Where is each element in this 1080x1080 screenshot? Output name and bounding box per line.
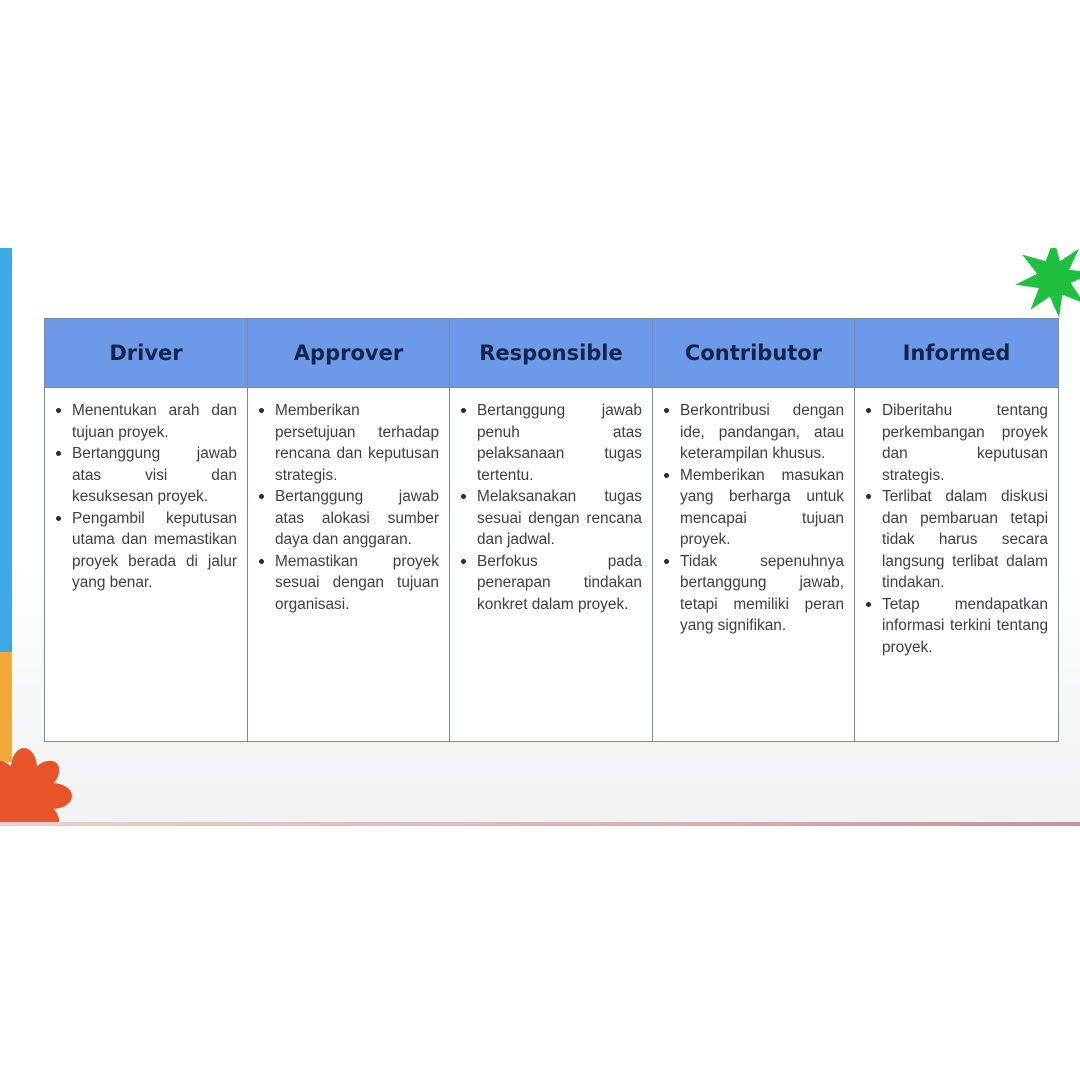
cell-contributor: Berkontribusi dengan ide, pandangan, ata… xyxy=(652,387,855,742)
column-header-informed: Informed xyxy=(854,318,1059,388)
list-item: Menentukan arah dan tujuan proyek. xyxy=(53,400,237,443)
list-item: Memberikan masukan yang berharga untuk m… xyxy=(661,465,844,551)
slide-bottom-line xyxy=(0,822,1080,826)
list-item: Tidak sepenuhnya bertanggung jawab, teta… xyxy=(661,551,844,637)
list-item: Melaksanakan tugas sesuai dengan rencana… xyxy=(458,486,642,551)
approver-list: Memberikan persetujuan terhadap rencana … xyxy=(256,400,439,615)
list-item: Bertanggung jawab atas alokasi sumber da… xyxy=(256,486,439,551)
table-body-row: Menentukan arah dan tujuan proyek. Berta… xyxy=(44,387,1059,742)
list-item: Terlibat dalam diskusi dan pembaruan tet… xyxy=(863,486,1048,594)
list-item: Diberitahu tentang perkembangan proyek d… xyxy=(863,400,1048,486)
list-item: Berkontribusi dengan ide, pandangan, ata… xyxy=(661,400,844,465)
cell-driver: Menentukan arah dan tujuan proyek. Berta… xyxy=(44,387,248,742)
list-item: Pengambil keputusan utama dan memastikan… xyxy=(53,508,237,594)
list-item: Berfokus pada penerapan tindakan konkret… xyxy=(458,551,642,616)
list-item: Memberikan persetujuan terhadap rencana … xyxy=(256,400,439,486)
list-item: Tetap mendapatkan informasi terkini tent… xyxy=(863,594,1048,659)
cell-approver: Memberikan persetujuan terhadap rencana … xyxy=(247,387,450,742)
informed-list: Diberitahu tentang perkembangan proyek d… xyxy=(863,400,1048,658)
green-burst-icon xyxy=(1015,248,1080,318)
cell-informed: Diberitahu tentang perkembangan proyek d… xyxy=(854,387,1059,742)
column-header-approver: Approver xyxy=(247,318,450,388)
left-accent-strip-blue xyxy=(0,248,12,668)
cell-responsible: Bertanggung jawab penuh atas pelaksanaan… xyxy=(449,387,653,742)
list-item: Bertanggung jawab penuh atas pelaksanaan… xyxy=(458,400,642,486)
column-header-responsible: Responsible xyxy=(449,318,653,388)
table-header-row: Driver Approver Responsible Contributor … xyxy=(44,318,1059,388)
list-item: Bertanggung jawab atas visi dan kesukses… xyxy=(53,443,237,508)
raci-table: Driver Approver Responsible Contributor … xyxy=(44,318,1059,742)
slide: Driver Approver Responsible Contributor … xyxy=(0,248,1080,826)
column-header-contributor: Contributor xyxy=(652,318,855,388)
column-header-driver: Driver xyxy=(44,318,248,388)
left-accent-strip-orange xyxy=(0,652,12,762)
responsible-list: Bertanggung jawab penuh atas pelaksanaan… xyxy=(458,400,642,615)
driver-list: Menentukan arah dan tujuan proyek. Berta… xyxy=(53,400,237,594)
orange-flower-icon xyxy=(0,748,72,826)
list-item: Memastikan proyek sesuai dengan tujuan o… xyxy=(256,551,439,616)
contributor-list: Berkontribusi dengan ide, pandangan, ata… xyxy=(661,400,844,637)
